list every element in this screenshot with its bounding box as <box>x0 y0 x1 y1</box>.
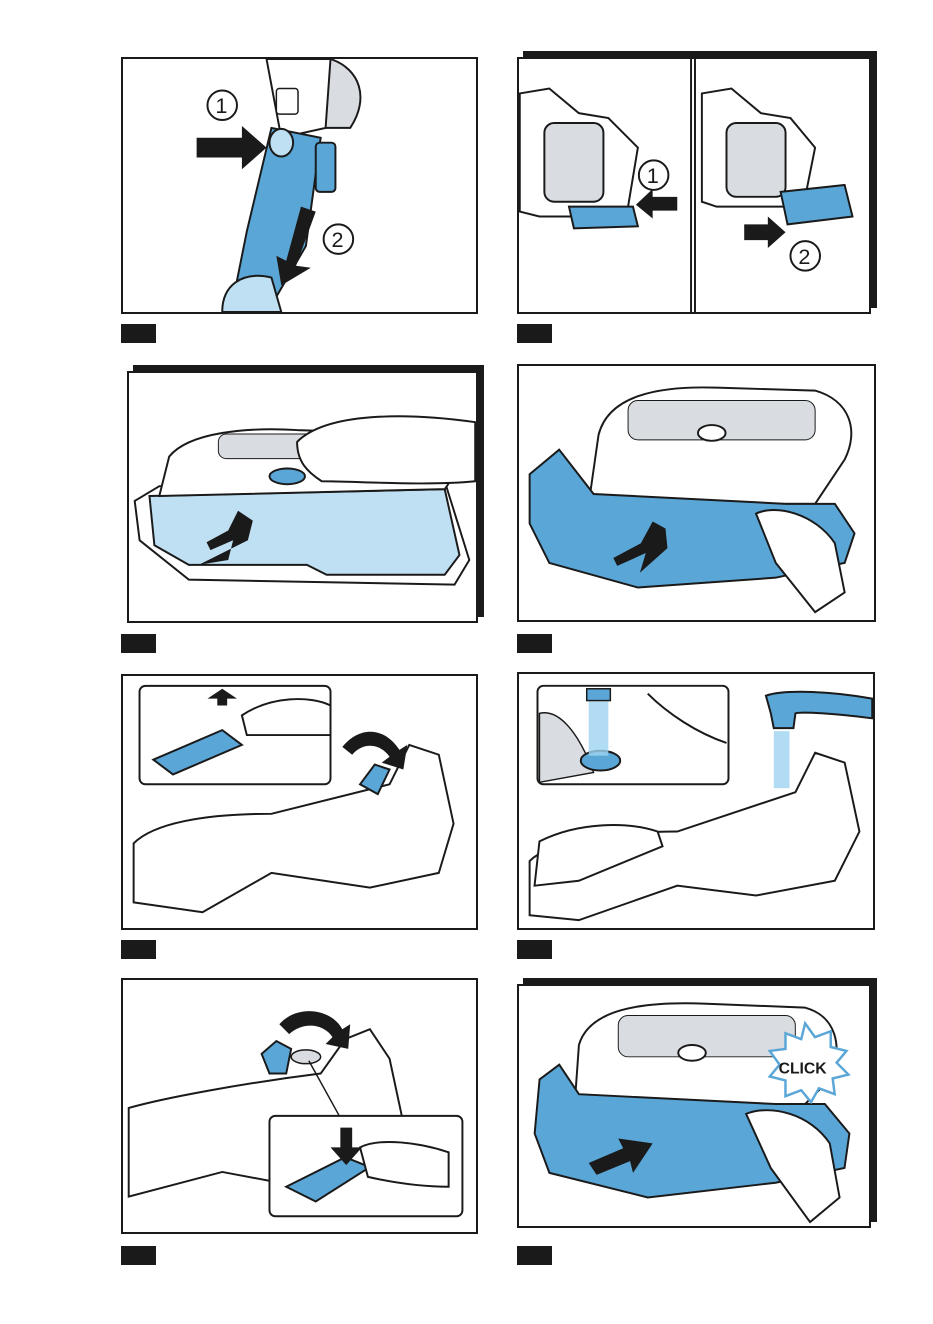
figure-open-flap <box>121 674 478 930</box>
callout-2: 2 <box>798 244 810 269</box>
illustration-open-flap <box>123 676 476 928</box>
push-arrow-icon <box>636 189 677 219</box>
callout-1: 1 <box>215 93 227 118</box>
figure-pull-off-tank <box>517 364 876 622</box>
figure-reattach-tank: CLICK <box>517 984 871 1228</box>
illustration-reattach: CLICK <box>519 986 869 1226</box>
callout-2: 2 <box>331 227 343 252</box>
step-number-box <box>121 324 156 343</box>
step-number-box <box>517 324 552 343</box>
pull-arrow-icon <box>744 217 785 249</box>
release-button-icon <box>269 129 293 157</box>
faucet-icon <box>766 692 872 728</box>
step-number-box <box>517 940 552 959</box>
water-stream-icon <box>774 731 790 788</box>
callout-1: 1 <box>647 163 659 188</box>
click-label: CLICK <box>779 1061 828 1078</box>
push-arrow-icon <box>197 126 267 169</box>
step-number-box <box>121 1246 156 1265</box>
figure-rinse-under-tap <box>517 672 875 930</box>
illustration-press-button <box>129 373 476 621</box>
figure-press-release-button <box>127 371 478 623</box>
step-number-box <box>121 634 156 653</box>
step-number-box <box>517 634 552 653</box>
figure-remove-battery: 1 2 <box>517 57 871 314</box>
release-button-icon <box>270 468 305 484</box>
step-number-box <box>121 940 156 959</box>
illustration-pull-tank <box>519 366 874 620</box>
illustration-handle: 1 2 <box>123 59 476 312</box>
curved-arrow-icon <box>279 1011 350 1049</box>
illustration-battery: 1 2 <box>519 59 869 312</box>
step-number-box <box>517 1246 552 1265</box>
figure-remove-handle: 1 2 <box>121 57 478 314</box>
illustration-rinse <box>519 674 873 928</box>
illustration-close-flap <box>123 980 476 1232</box>
figure-close-flap <box>121 978 478 1234</box>
